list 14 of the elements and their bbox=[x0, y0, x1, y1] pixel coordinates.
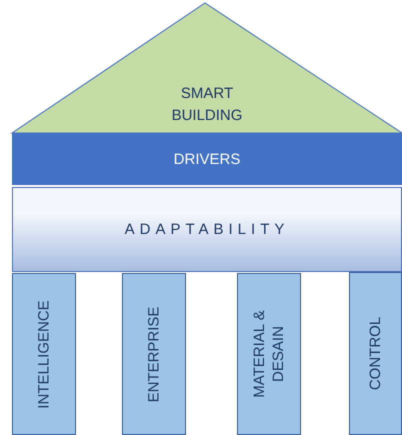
label-text: ENTERPRISE bbox=[144, 306, 164, 402]
label-text: CONTROL bbox=[366, 316, 385, 390]
label-text: MATERIAL & DESAIN bbox=[250, 309, 288, 400]
label-text: INTELLIGENCE bbox=[34, 300, 54, 408]
drivers-band bbox=[12, 133, 402, 185]
label-text: DRIVERS bbox=[174, 150, 240, 168]
roof-triangle bbox=[10, 2, 402, 134]
pillar-box bbox=[349, 272, 402, 435]
adaptability-band bbox=[12, 187, 402, 272]
pillar-box bbox=[122, 273, 186, 435]
pillar-box bbox=[12, 273, 76, 435]
label-text: ADAPTABILITY bbox=[124, 221, 290, 238]
title-text: SMART BUILDING bbox=[170, 84, 244, 126]
pillar-box bbox=[237, 273, 301, 435]
